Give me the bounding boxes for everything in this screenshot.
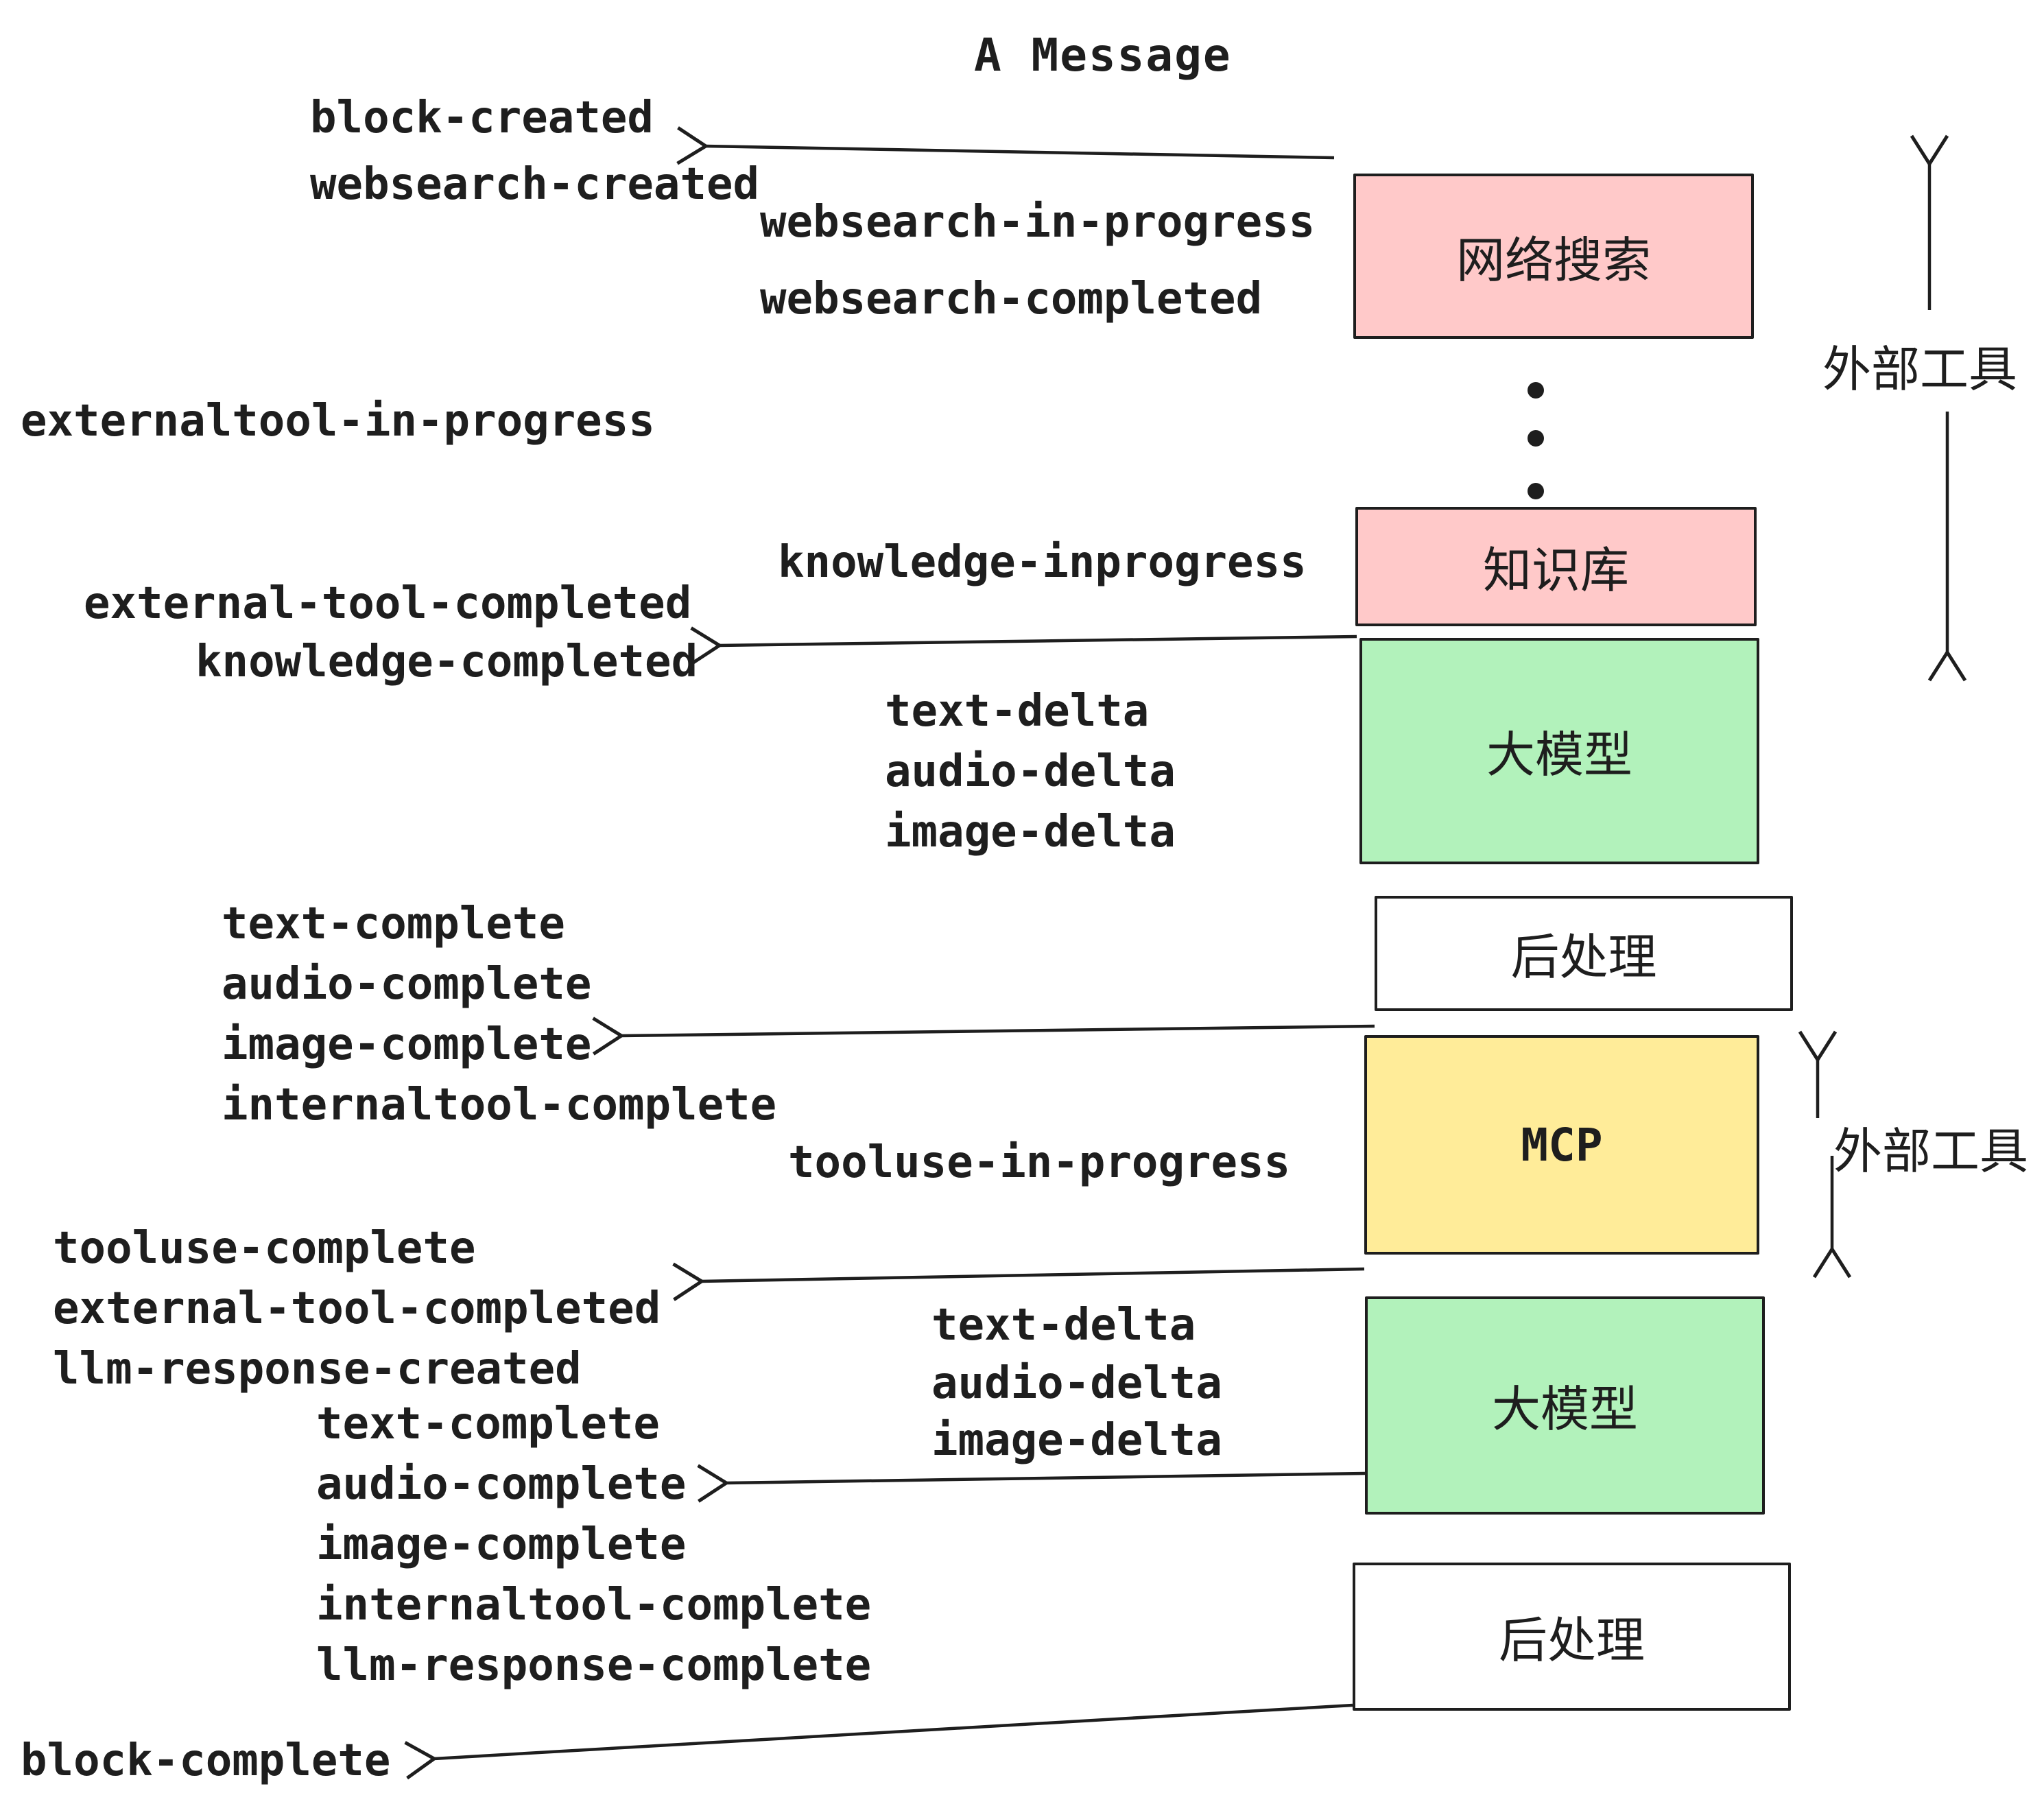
arrow-tooluse-complete (672, 1262, 1365, 1301)
box-knowledge-label: 知识库 (1482, 542, 1629, 599)
arrow-llm-complete (697, 1464, 1366, 1503)
ellipsis-dot (1528, 483, 1544, 499)
event-audio-delta-2: audio-delta (931, 1358, 1222, 1409)
box-postprocess-1-label: 后处理 (1510, 929, 1657, 986)
event-image-complete-1: image-complete (222, 1019, 592, 1070)
box-postprocess-1: 后处理 (1375, 896, 1793, 1011)
event-knowledge-inprogress: knowledge-inprogress (778, 537, 1307, 588)
box-knowledge: 知识库 (1355, 507, 1757, 626)
box-llm-1: 大模型 (1359, 638, 1759, 864)
event-image-complete-2: image-complete (316, 1519, 687, 1570)
event-block-complete: block-complete (21, 1735, 391, 1786)
event-llm-response-created: llm-response-created (53, 1344, 582, 1394)
event-llm-response-complete: llm-response-complete (316, 1640, 872, 1691)
event-text-delta-1: text-delta (885, 686, 1150, 737)
box-postprocess-2-label: 后处理 (1498, 1612, 1645, 1669)
box-llm-1-label: 大模型 (1486, 726, 1632, 783)
page-title: A Message (974, 29, 1232, 82)
event-tooluse-in-progress: tooluse-in-progress (788, 1137, 1291, 1188)
event-image-delta-1: image-delta (885, 807, 1176, 857)
arrow-internal-complete (592, 1017, 1375, 1056)
box-postprocess-2: 后处理 (1353, 1563, 1791, 1711)
event-external-tool-completed-1: external-tool-completed (84, 578, 692, 629)
event-internaltool-complete-2: internaltool-complete (316, 1580, 872, 1630)
event-text-complete-2: text-complete (316, 1399, 660, 1449)
box-websearch: 网络搜索 (1353, 174, 1754, 339)
box-llm-2: 大模型 (1365, 1296, 1765, 1515)
event-audio-complete-2: audio-complete (316, 1459, 687, 1510)
external-tools-label-1: 外部工具 (1822, 341, 2018, 398)
event-text-delta-2: text-delta (931, 1300, 1196, 1351)
ellipsis-dot (1528, 430, 1544, 447)
event-image-delta-2: image-delta (931, 1415, 1222, 1466)
event-external-tool-completed-2: external-tool-completed (53, 1283, 661, 1334)
event-knowledge-completed: knowledge-completed (195, 637, 698, 687)
event-tooluse-complete: tooluse-complete (53, 1223, 476, 1274)
arrow-knowledge-completed (690, 626, 1357, 665)
box-llm-2-label: 大模型 (1491, 1381, 1638, 1438)
event-externaltool-in-progress: externaltool-in-progress (21, 396, 655, 447)
event-internaltool-complete-1: internaltool-complete (222, 1080, 777, 1130)
box-mcp: MCP (1364, 1035, 1759, 1255)
event-audio-complete-1: audio-complete (222, 959, 592, 1010)
event-websearch-in-progress: websearch-in-progress (760, 197, 1316, 248)
box-mcp-label: MCP (1521, 1118, 1603, 1172)
box-websearch-label: 网络搜索 (1455, 231, 1651, 289)
arrow-block-created (676, 126, 1335, 165)
event-text-complete-1: text-complete (222, 899, 565, 949)
event-audio-delta-1: audio-delta (885, 746, 1176, 797)
ellipsis-dot (1528, 382, 1544, 399)
event-websearch-completed: websearch-completed (760, 274, 1263, 324)
event-block-created: block-created (310, 93, 654, 143)
external-tools-label-2: 外部工具 (1833, 1123, 2029, 1180)
event-websearch-created: websearch-created (310, 159, 760, 210)
arrow-block-complete (404, 1703, 1353, 1780)
